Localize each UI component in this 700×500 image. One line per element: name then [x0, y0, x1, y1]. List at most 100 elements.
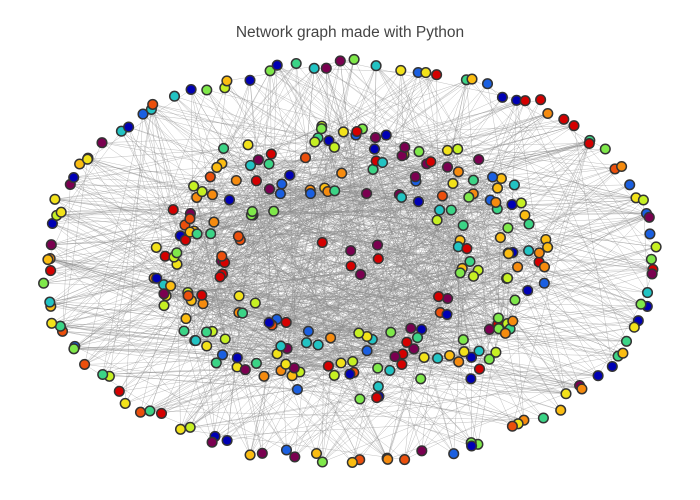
graph-node[interactable] [384, 364, 396, 376]
graph-node[interactable] [401, 336, 413, 348]
graph-node[interactable] [250, 175, 262, 187]
graph-node[interactable] [617, 347, 629, 359]
graph-node[interactable] [405, 322, 417, 334]
graph-node[interactable] [190, 335, 202, 347]
graph-node[interactable] [275, 340, 287, 352]
graph-node[interactable] [42, 254, 54, 266]
graph-node[interactable] [453, 356, 465, 368]
graph-node[interactable] [290, 57, 302, 70]
graph-node[interactable] [305, 188, 317, 200]
graph-node[interactable] [441, 308, 453, 321]
graph-node[interactable] [315, 123, 328, 135]
graph-node[interactable] [280, 316, 292, 328]
graph-node[interactable] [465, 373, 477, 385]
graph-node[interactable] [46, 317, 58, 329]
graph-node[interactable] [171, 247, 183, 259]
graph-node[interactable] [113, 385, 125, 397]
graph-node[interactable] [221, 75, 233, 87]
graph-node[interactable] [628, 321, 640, 333]
graph-node[interactable] [221, 434, 233, 447]
graph-node[interactable] [433, 291, 445, 303]
graph-node[interactable] [174, 423, 187, 435]
graph-node[interactable] [555, 404, 567, 416]
graph-node[interactable] [244, 159, 257, 171]
graph-node[interactable] [302, 325, 314, 337]
graph-node[interactable] [412, 196, 425, 208]
graph-node[interactable] [490, 196, 502, 208]
graph-node[interactable] [495, 172, 507, 185]
graph-node[interactable] [431, 214, 443, 226]
graph-node[interactable] [344, 368, 356, 380]
graph-node[interactable] [236, 307, 249, 319]
graph-node[interactable] [211, 161, 223, 173]
graph-node[interactable] [380, 129, 392, 141]
graph-node[interactable] [347, 355, 359, 368]
graph-node[interactable] [328, 141, 340, 153]
graph-node[interactable] [512, 261, 524, 273]
graph-node[interactable] [487, 171, 499, 183]
graph-node[interactable] [216, 250, 228, 262]
graph-node[interactable] [507, 315, 519, 327]
graph-node[interactable] [457, 219, 469, 231]
graph-node[interactable] [201, 340, 213, 352]
graph-node[interactable] [371, 392, 383, 404]
graph-node[interactable] [522, 284, 534, 297]
graph-node[interactable] [432, 352, 444, 364]
graph-node[interactable] [274, 188, 286, 200]
graph-node[interactable] [645, 253, 657, 265]
graph-node[interactable] [38, 277, 50, 289]
graph-node[interactable] [461, 243, 473, 255]
graph-node[interactable] [372, 381, 384, 393]
graph-node[interactable] [492, 312, 504, 324]
graph-node[interactable] [411, 332, 424, 344]
graph-node[interactable] [312, 339, 324, 351]
graph-node[interactable] [646, 268, 658, 280]
graph-node[interactable] [415, 373, 427, 385]
graph-node[interactable] [264, 65, 276, 77]
graph-node[interactable] [180, 313, 192, 325]
graph-node[interactable] [134, 406, 147, 418]
graph-node[interactable] [196, 186, 208, 198]
graph-node[interactable] [151, 272, 163, 284]
graph-node[interactable] [372, 362, 384, 374]
graph-node[interactable] [583, 137, 595, 150]
graph-node[interactable] [184, 213, 196, 225]
graph-node[interactable] [592, 370, 604, 382]
graph-node[interactable] [184, 421, 196, 433]
graph-node[interactable] [436, 190, 448, 202]
graph-node[interactable] [519, 209, 531, 221]
graph-node[interactable] [434, 204, 446, 216]
graph-node[interactable] [68, 171, 80, 184]
graph-node[interactable] [616, 160, 628, 173]
graph-node[interactable] [385, 326, 397, 338]
graph-node[interactable] [244, 74, 256, 86]
graph-node[interactable] [55, 206, 67, 218]
graph-node[interactable] [508, 179, 520, 191]
graph-node[interactable] [276, 178, 288, 190]
graph-node[interactable] [158, 288, 170, 300]
graph-node[interactable] [445, 204, 457, 216]
graph-node[interactable] [348, 53, 360, 65]
graph-node[interactable] [568, 120, 580, 132]
graph-node[interactable] [280, 358, 292, 370]
graph-node[interactable] [310, 447, 323, 460]
graph-node[interactable] [354, 393, 366, 405]
graph-node[interactable] [97, 368, 109, 381]
graph-node[interactable] [250, 357, 262, 369]
graph-node[interactable] [316, 456, 328, 468]
graph-node[interactable] [576, 383, 588, 395]
graph-node[interactable] [413, 146, 425, 158]
graph-node[interactable] [123, 121, 135, 133]
graph-node[interactable] [185, 83, 197, 96]
graph-node[interactable] [155, 407, 168, 419]
graph-node[interactable] [396, 358, 408, 370]
graph-node[interactable] [334, 55, 346, 67]
graph-node[interactable] [249, 297, 261, 309]
graph-node[interactable] [230, 174, 242, 187]
graph-node[interactable] [483, 353, 495, 365]
graph-node[interactable] [252, 154, 264, 166]
graph-node[interactable] [204, 171, 216, 183]
graph-node[interactable] [328, 369, 340, 381]
graph-node[interactable] [299, 152, 312, 164]
graph-node[interactable] [643, 211, 655, 223]
